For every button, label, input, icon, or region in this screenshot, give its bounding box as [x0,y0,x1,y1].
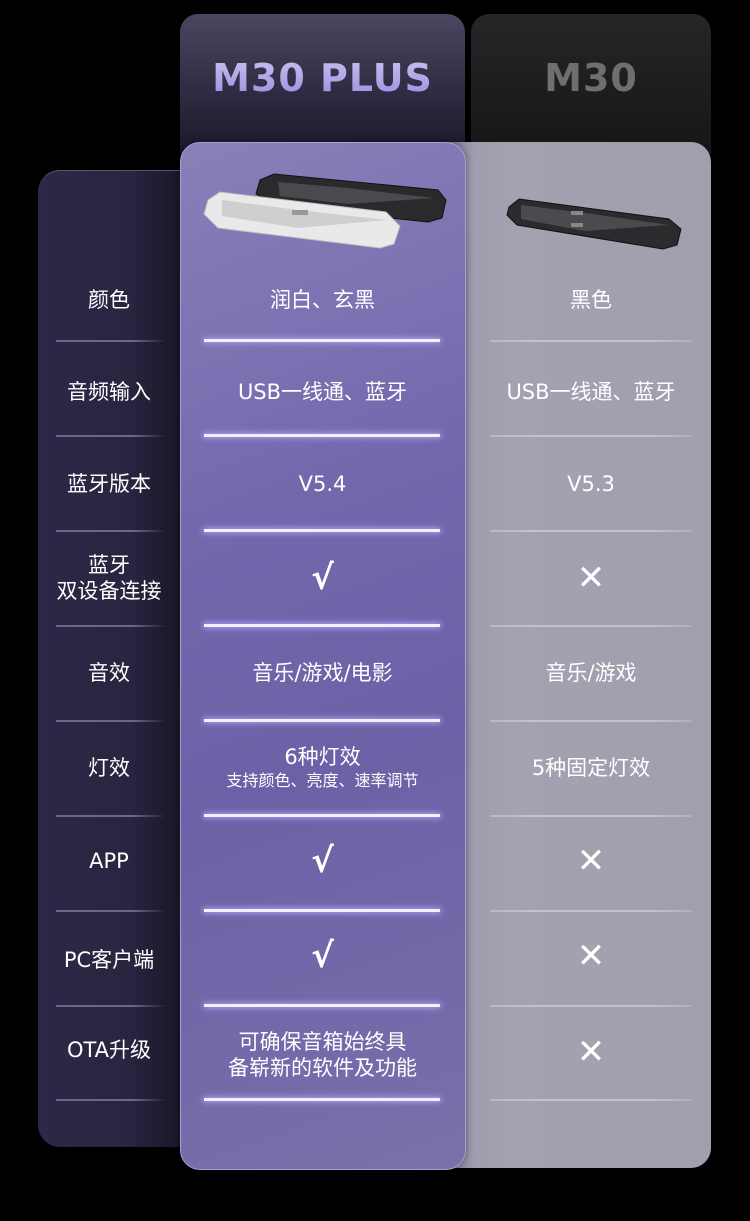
value-text: USB一线通、蓝牙 [237,380,408,404]
divider [490,815,692,817]
divider [204,434,440,437]
cross-icon: ✕ [576,558,606,598]
label-text: 音效 [88,661,130,685]
header-m30-plus: M30 PLUS [180,14,465,154]
cross-icon: ✕ [471,926,711,986]
m30-plus-color-value: 润白、玄黑 [180,270,465,330]
divider [56,910,166,912]
m30-plus-ota-value: 可确保音箱始终具备崭新的软件及功能 [180,1025,465,1085]
divider [56,340,166,342]
divider [56,815,166,817]
cross-icon: ✕ [576,936,606,976]
cross-icon: ✕ [471,831,711,891]
m30-lighting-value: 5种固定灯效 [471,738,711,798]
label-text: 音频输入 [67,380,151,404]
divider [490,1099,692,1101]
divider [56,720,166,722]
divider [490,340,692,342]
cross-icon: ✕ [471,547,711,609]
m30-plus-column [180,142,466,1170]
value-text: V5.4 [298,472,347,496]
divider [490,1005,692,1007]
value-text: 黑色 [570,288,612,312]
cross-icon: ✕ [471,1022,711,1082]
feature-label-ota-upgrade: OTA升级 [38,1020,180,1080]
label-text: 蓝牙版本 [67,472,151,496]
cross-icon: ✕ [576,1032,606,1072]
label-text: OTA升级 [66,1038,152,1062]
value-text: 音乐/游戏 [545,661,637,685]
value-text: 5种固定灯效 [531,756,651,780]
header-m30: M30 [471,14,711,154]
value-text: 润白、玄黑 [270,288,375,312]
m30-plus-bluetooth-version-value: V5.4 [180,454,465,514]
m30-plus-lighting-value: 6种灯效支持颜色、亮度、速率调节 [180,738,465,798]
feature-label-color: 颜色 [38,270,180,330]
check-icon: √ [311,936,334,976]
divider [204,339,440,342]
divider [204,1004,440,1007]
feature-label-dual-device: 蓝牙双设备连接 [38,547,180,609]
label-text-line1: 蓝牙 [88,553,130,577]
divider [204,814,440,817]
divider [56,1005,166,1007]
divider [204,909,440,912]
feature-label-lighting: 灯效 [38,738,180,798]
label-text-line2: 双设备连接 [56,579,162,603]
feature-label-bluetooth-version: 蓝牙版本 [38,454,180,514]
m30-speaker-image [506,198,682,250]
m30-sound-effects-value: 音乐/游戏 [471,643,711,703]
divider [490,530,692,532]
check-icon: √ [311,841,334,881]
m30-color-value: 黑色 [471,270,711,330]
label-text: PC客户端 [63,948,155,972]
cross-icon: ✕ [576,841,606,881]
feature-label-audio-input: 音频输入 [38,362,180,422]
divider [56,435,166,437]
value-text: 音乐/游戏/电影 [252,661,393,685]
divider [204,719,440,722]
m30-bluetooth-version-value: V5.3 [471,454,711,514]
divider [490,910,692,912]
divider [490,625,692,627]
label-text: APP [89,849,129,873]
feature-label-sound-effects: 音效 [38,643,180,703]
value-subtext: 支持颜色、亮度、速率调节 [226,771,419,790]
m30-column [430,142,711,1168]
divider [204,1098,440,1101]
divider [56,1099,166,1101]
divider [204,529,440,532]
label-text: 颜色 [88,288,130,312]
check-icon: √ [180,831,465,891]
divider [490,435,692,437]
check-icon: √ [180,547,465,609]
feature-label-panel [38,170,208,1147]
feature-label-pc-client: PC客户端 [38,930,180,990]
value-text-line1: 可确保音箱始终具 [238,1030,407,1054]
divider [204,624,440,627]
product-name-m30: M30 [544,56,638,100]
value-text: V5.3 [567,472,615,496]
value-text: 6种灯效 [284,745,361,769]
m30-plus-audio-input-value: USB一线通、蓝牙 [180,362,465,422]
divider [56,625,166,627]
product-name-m30-plus: M30 PLUS [212,56,433,154]
check-icon: √ [311,558,334,598]
feature-label-app: APP [38,831,180,891]
m30-audio-input-value: USB一线通、蓝牙 [471,362,711,422]
divider [56,530,166,532]
value-text: USB一线通、蓝牙 [506,380,676,404]
m30-plus-speaker-image [203,173,447,249]
label-text: 灯效 [88,756,130,780]
value-text-line2: 备崭新的软件及功能 [228,1056,417,1080]
check-icon: √ [180,926,465,986]
divider [490,720,692,722]
m30-plus-sound-effects-value: 音乐/游戏/电影 [180,643,465,703]
